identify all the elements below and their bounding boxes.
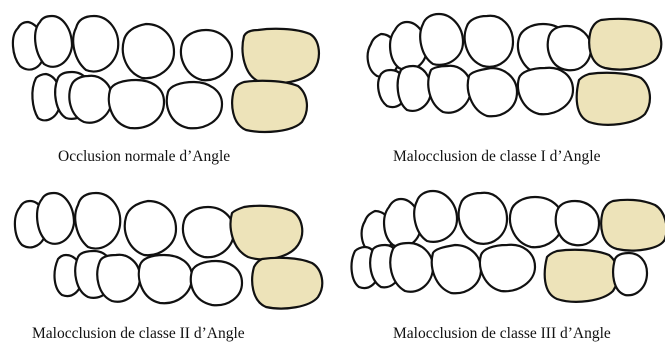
teeth-illustration-normal (0, 0, 330, 140)
panel-normal-occlusion: Occlusion normale d’Angle (0, 0, 330, 170)
panel-class-1: Malocclusion de classe I d’Angle (335, 0, 665, 170)
caption-class-3: Malocclusion de classe III d’Angle (393, 325, 611, 343)
caption-class-2: Malocclusion de classe II d’Angle (32, 325, 245, 343)
teeth-illustration-class-3 (335, 177, 665, 317)
teeth-illustration-class-2 (0, 177, 330, 317)
caption-class-1: Malocclusion de classe I d’Angle (393, 148, 600, 166)
panel-class-3: Malocclusion de classe III d’Angle (335, 177, 665, 347)
teeth-illustration-class-1 (335, 0, 665, 140)
panel-class-2: Malocclusion de classe II d’Angle (0, 177, 330, 347)
caption-normal-occlusion: Occlusion normale d’Angle (58, 148, 230, 166)
